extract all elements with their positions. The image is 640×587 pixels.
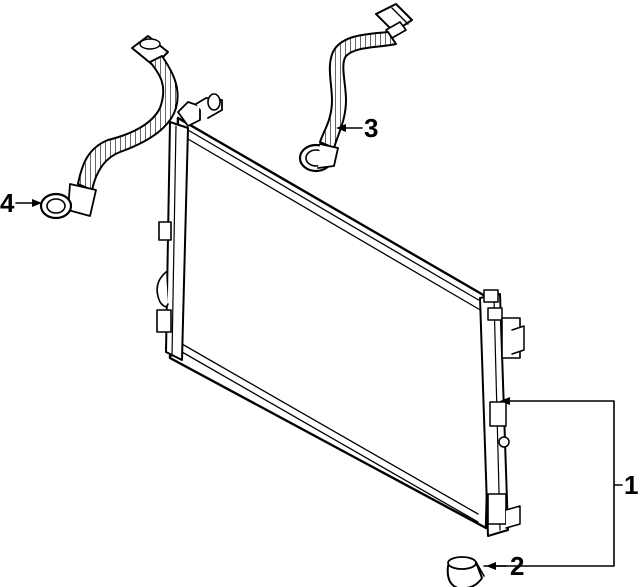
callout-4: 4 (0, 188, 15, 218)
drain-plug (446, 556, 485, 587)
callout-1: 1 (624, 470, 638, 500)
callout-2: 2 (510, 551, 524, 581)
radiator (156, 93, 525, 537)
lower-hose (39, 35, 179, 220)
upper-hose (298, 3, 413, 173)
leader-lines (15, 124, 623, 570)
callout-3: 3 (364, 113, 378, 143)
